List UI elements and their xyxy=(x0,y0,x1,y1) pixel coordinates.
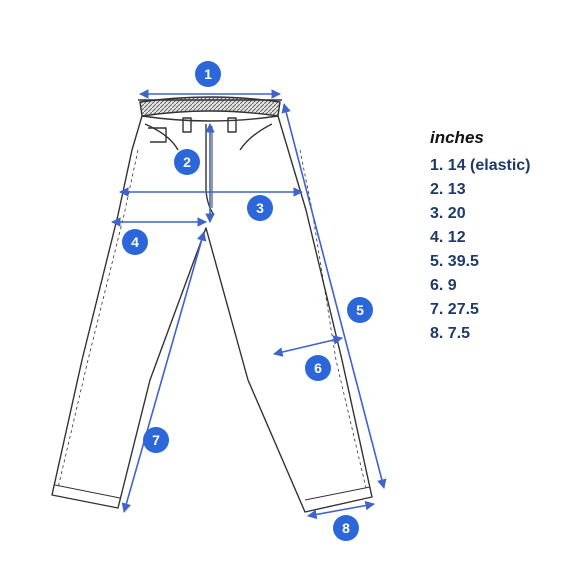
belt-loop xyxy=(227,117,237,133)
belt-loop xyxy=(182,117,192,133)
svg-text:5: 5 xyxy=(356,302,364,318)
legend-item-4: 4. 12 xyxy=(430,229,466,246)
svg-text:7: 7 xyxy=(152,432,160,448)
measurement-lines xyxy=(111,89,387,520)
markers: 1 2 3 4 5 6 7 8 xyxy=(122,61,373,541)
legend-item-7: 7. 27.5 xyxy=(430,301,479,318)
legend-title: inches xyxy=(430,128,484,147)
svg-text:4: 4 xyxy=(131,234,139,250)
right-pocket xyxy=(239,123,273,151)
measure-line-8 xyxy=(307,500,375,520)
legend-item-1: 1. 14 (elastic) xyxy=(430,157,531,174)
svg-text:8: 8 xyxy=(342,520,350,536)
legend-item-3: 3. 20 xyxy=(430,205,466,222)
coin-pocket xyxy=(148,127,167,143)
marker-2: 2 xyxy=(174,149,200,175)
marker-4: 4 xyxy=(122,229,148,255)
pants-outline xyxy=(51,96,373,513)
marker-5: 5 xyxy=(347,297,373,323)
svg-text:6: 6 xyxy=(314,360,322,376)
legend-item-8: 8. 7.5 xyxy=(430,325,471,342)
svg-text:3: 3 xyxy=(256,200,264,216)
marker-3: 3 xyxy=(247,195,273,221)
marker-7: 7 xyxy=(143,427,169,453)
svg-text:2: 2 xyxy=(183,154,191,170)
marker-1: 1 xyxy=(195,61,221,87)
left-hem xyxy=(54,484,121,499)
marker-8: 8 xyxy=(333,515,359,541)
legend-item-2: 2. 13 xyxy=(430,181,466,198)
measure-line-6 xyxy=(273,335,343,357)
marker-6: 6 xyxy=(305,355,331,381)
measure-line-5 xyxy=(281,103,387,489)
svg-text:1: 1 xyxy=(204,66,212,82)
measurement-legend: inches 1. 14 (elastic) 2. 13 3. 20 4. 12… xyxy=(430,128,531,346)
legend-list: 1. 14 (elastic) 2. 13 3. 20 4. 12 5. 39.… xyxy=(430,154,531,346)
legend-item-5: 5. 39.5 xyxy=(430,253,479,270)
legend-item-6: 6. 9 xyxy=(430,277,457,294)
measure-line-7 xyxy=(121,231,207,513)
right-hem xyxy=(304,486,371,501)
